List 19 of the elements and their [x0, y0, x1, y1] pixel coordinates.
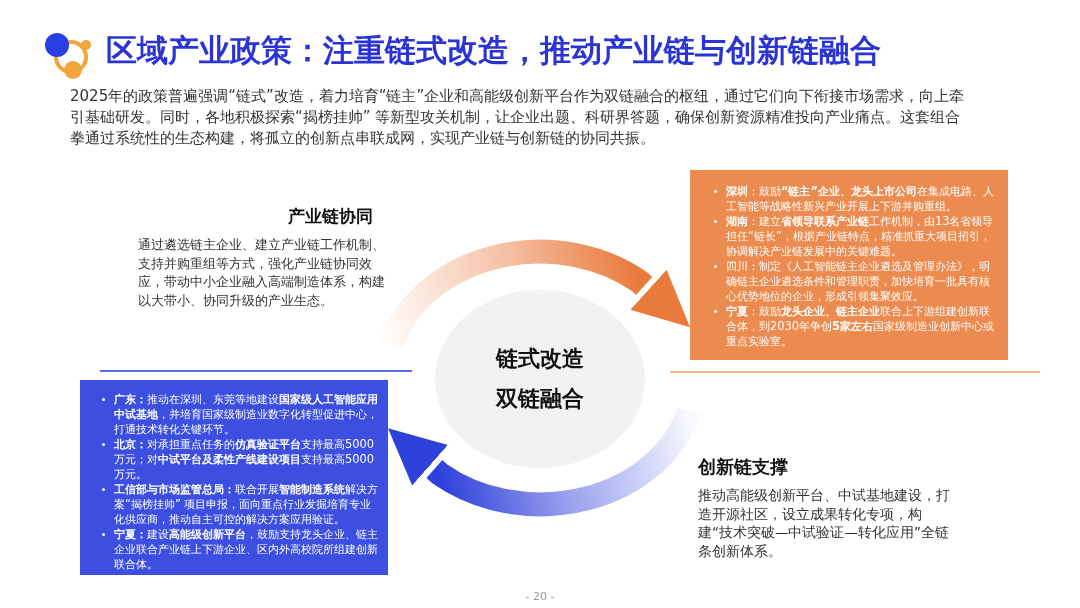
page-number: - 20 - — [525, 590, 555, 603]
bullet-item: 广东：推动在深圳、东莞等地建设国家级人工智能应用中试基地，并培育国家级制造业数字化转型促进中心，打通技术转化关键环节。 — [100, 392, 378, 437]
slide-title: 区域产业政策：注重链式改造，推动产业链与创新链融合 — [106, 31, 881, 70]
section-text: 推动高能级创新平台、中试基地建设，打造开源社区，设立成果转化专项，构建“技术突破—中试验证—转化应用”全链条创新体系。 — [698, 486, 950, 560]
section-heading: 创新链支撑 — [698, 456, 788, 479]
policy-card — [80, 380, 388, 575]
bullet-item: 湖南：建立省领导联系产业链工作机制，由13名省领导担任“链长”，根据产业链特点，精准抓重大项目招引，协调解决产业链发展中的关键难题。 — [712, 214, 996, 259]
circle-label: 链式改造 — [496, 345, 584, 373]
bullet-item: 四川：制定《人工智能链主企业遴选及管理办法》，明确链主企业遴选条件和管理职责，加快培育一批具有核心优势地位的企业，形成引领集聚效应。 — [712, 259, 996, 304]
bullet-item: 北京：对承担重点任务的仿真验证平台支持最高5000万元；对中试平台及柔性产线建设项目支持最高5000万元。 — [100, 437, 378, 482]
bullet-item: 宁夏：鼓励龙头企业、链主企业联合上下游组建创新联合体，到2030年争创5家左右国家级制造业创新中心或重点实验室。 — [712, 304, 996, 349]
bullet-item: 工信部与市场监管总局：联合开展智能制造系统解决方案“揭榜挂帅” 项目申报，面向重点行业发掘培育专业化供应商，推动自主可控的解决方案应用验证。 — [100, 482, 378, 527]
bullet-item: 深圳：鼓励“链主”企业、龙头上市公司在集成电路、人工智能等战略性新兴产业开展上下游并购重组。 — [712, 184, 996, 214]
circle-label: 双链融合 — [496, 385, 584, 413]
bullet-item: 宁夏：建设高能级创新平台，鼓励支持龙头企业、链主企业联合产业链上下游企业、区内外高校院所组建创新联合体。 — [100, 527, 378, 572]
policy-card — [690, 170, 1008, 360]
intro-paragraph: 2025年的政策普遍强调“链式”改造，着力培育“链主”企业和高能级创新平台作为双链融合的枢纽，通过它们向下衔接市场需求，向上牵引基础研发。同时，各地积极探索“揭榜挂帅” 等新型攻关机制，让企业出题、科研界答题，确保创新资源精准投向产业痛点。这套组合拳通过系统性的生态构建，将孤立的创新点串联成网，实现产业链与创新链的协同共振。 — [70, 86, 966, 149]
section-text: 通过遴选链主企业、建立产业链工作机制、支持并购重组等方式，强化产业链协同效应，带动中小企业融入高端制造体系，构建以大带小、协同升级的产业生态。 — [138, 236, 386, 310]
section-heading: 产业链协同 — [288, 205, 373, 228]
